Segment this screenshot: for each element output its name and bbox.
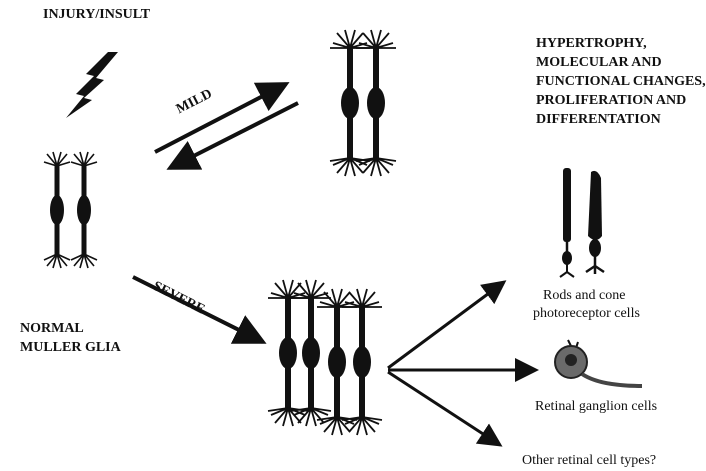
- rod-photoreceptor-icon: [560, 168, 574, 277]
- photoreceptor-label-line1: Rods and cone: [543, 287, 625, 304]
- normal-label-line1: NORMAL: [20, 319, 84, 338]
- normal-muller-glia-cells: [44, 152, 97, 268]
- arrow-to-other-types: [388, 372, 500, 445]
- ganglion-label: Retinal ganglion cells: [535, 398, 657, 415]
- outcome-label-line2: MOLECULAR AND: [536, 53, 662, 72]
- hypertrophied-glia-cells: [330, 30, 396, 176]
- proliferated-glia-cells: [268, 280, 382, 435]
- outcome-label-line5: DIFFERENTATION: [536, 110, 661, 129]
- injury-label: INJURY/INSULT: [43, 5, 150, 24]
- other-types-label: Other retinal cell types?: [522, 452, 656, 469]
- outcome-label-line4: PROLIFERATION AND: [536, 91, 686, 110]
- outcome-label-line3: FUNCTIONAL CHANGES,: [536, 72, 706, 91]
- retinal-ganglion-cell-icon: [555, 340, 642, 386]
- lightning-bolt-icon: [66, 52, 118, 118]
- outcome-label-line1: HYPERTROPHY,: [536, 34, 647, 53]
- normal-label-line2: MULLER GLIA: [20, 338, 121, 357]
- photoreceptor-label-line2: photoreceptor cells: [533, 305, 640, 322]
- cone-photoreceptor-icon: [586, 171, 604, 274]
- arrow-to-photoreceptors: [388, 282, 504, 368]
